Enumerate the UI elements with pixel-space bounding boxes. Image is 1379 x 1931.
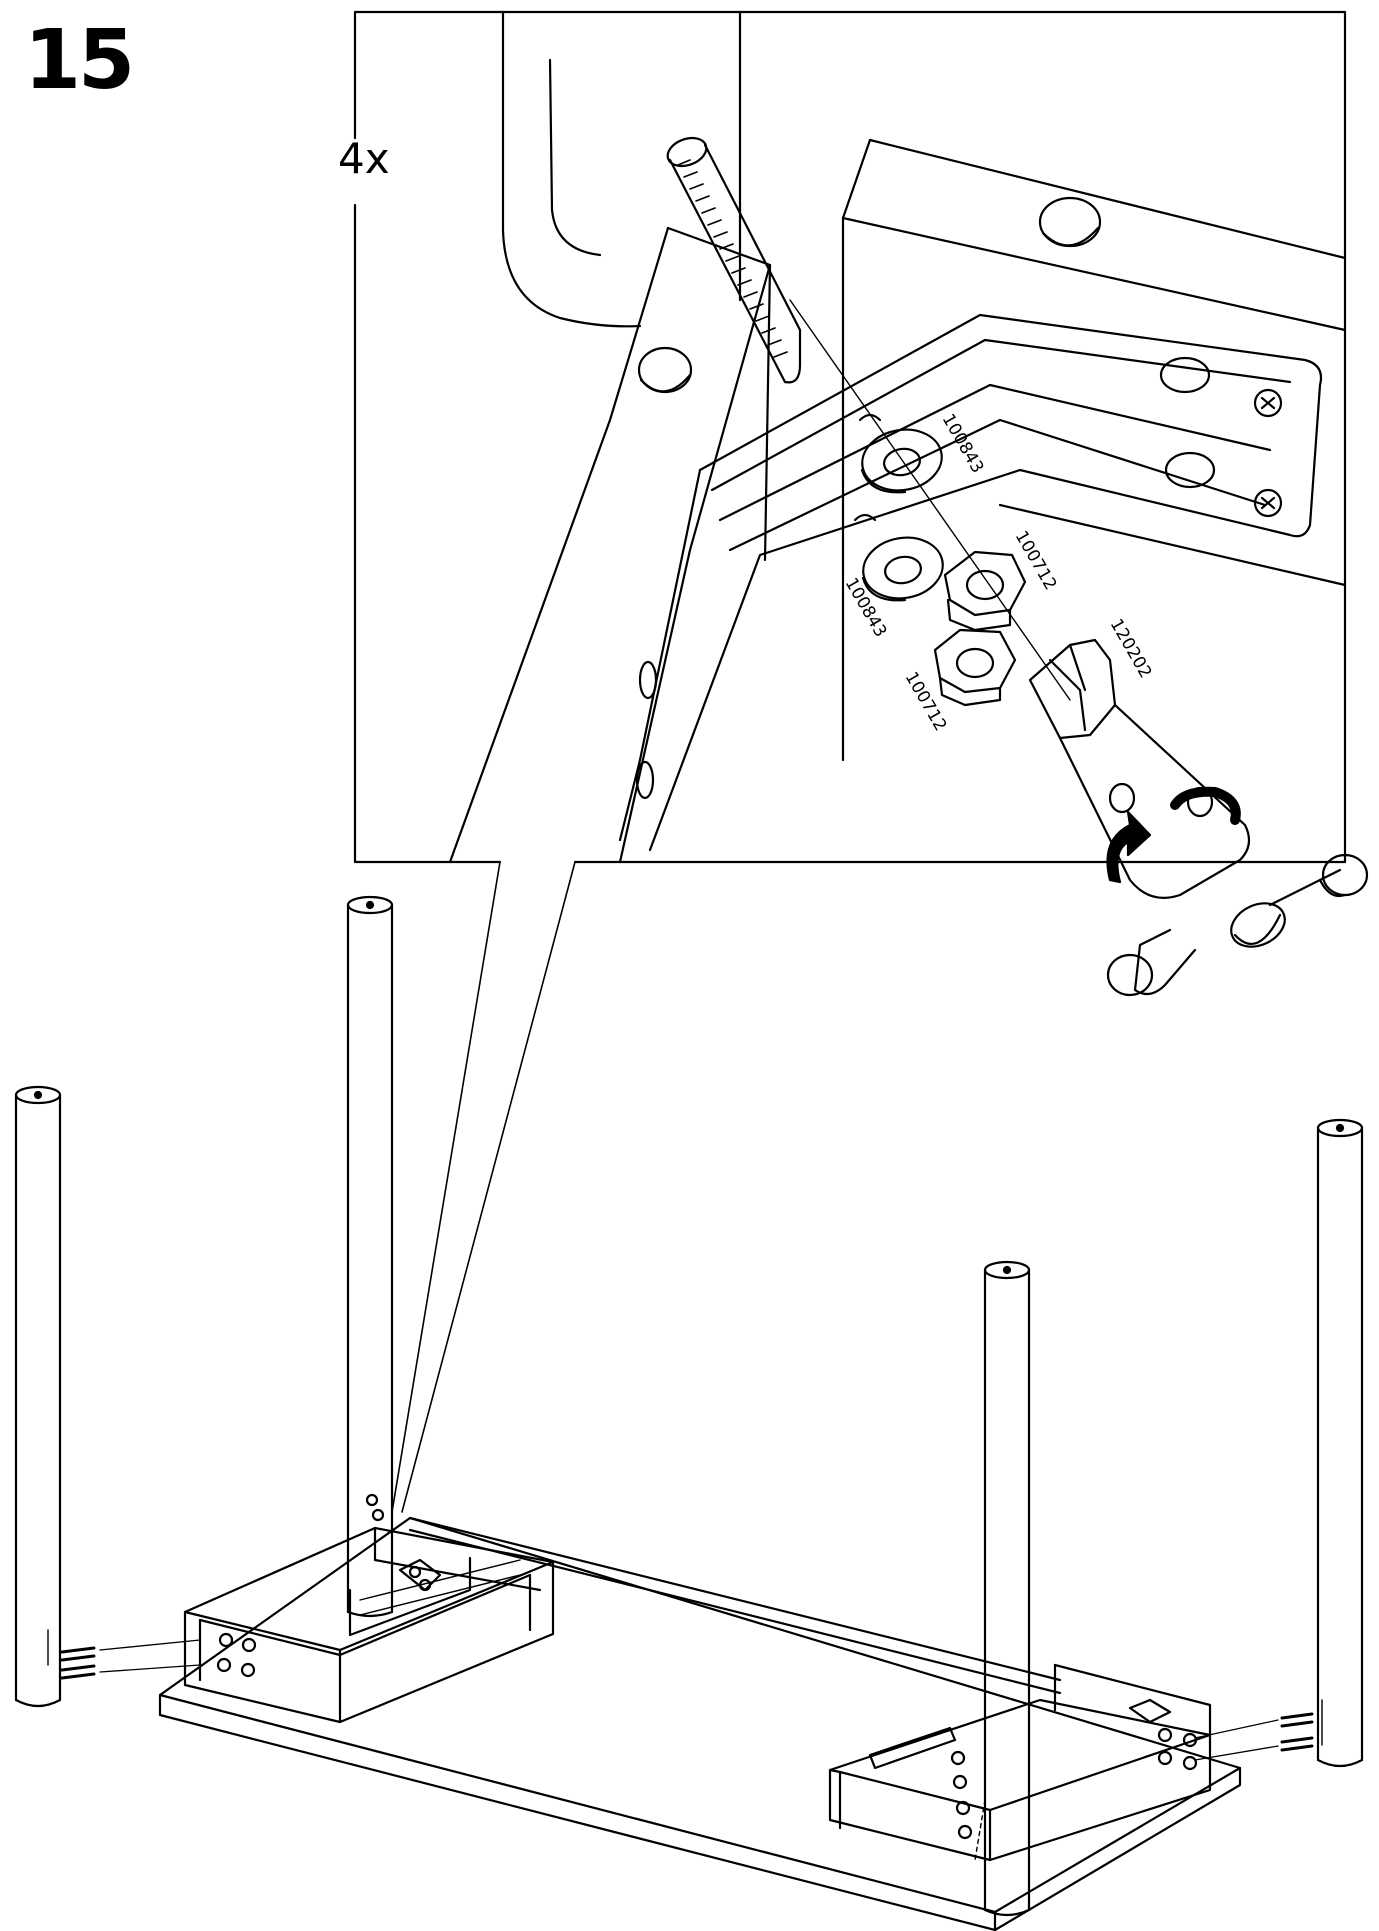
side-rail (408, 1516, 1062, 1682)
bolt-icon (666, 136, 802, 384)
table-assembly (14, 895, 1364, 1931)
table-top (158, 1516, 1242, 1931)
part-label-120202: 120202 (1106, 616, 1156, 682)
leg-back-left (346, 895, 394, 1618)
leg-far-right (1316, 1118, 1364, 1768)
leg-far-left (14, 1085, 62, 1708)
callout-line-right (401, 861, 576, 1513)
right-frame (828, 1663, 1212, 1862)
leg-fragment (448, 226, 772, 864)
detail-inset: 100843 100712 100843 100712 120202 (353, 10, 1369, 997)
table-leg-icon (501, 10, 742, 328)
bolt-icon (60, 1639, 1314, 1761)
part-label-100843-top: 100843 (938, 411, 988, 477)
callout-line-left (391, 861, 501, 1513)
rotation-arrow-icon (1106, 786, 1241, 884)
socket-wrench-icon (1028, 638, 1369, 997)
part-label-100712-top: 100712 (1011, 528, 1061, 594)
leg-front-right (950, 1260, 1031, 1917)
washer-icon (860, 428, 944, 602)
corner-bracket (618, 313, 1323, 852)
quantity-label: 4x (338, 134, 390, 183)
left-frame (183, 1526, 555, 1724)
tabletop-slab (841, 138, 1347, 762)
step-number: 15 (24, 13, 135, 108)
nut-icon (933, 550, 1027, 707)
